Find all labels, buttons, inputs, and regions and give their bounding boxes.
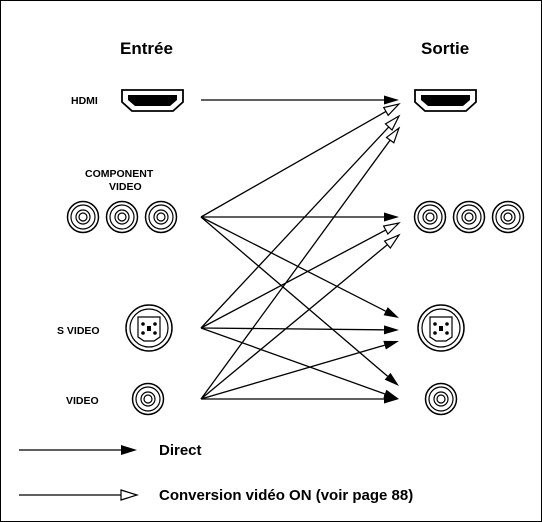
legend-conversion-arrow-icon xyxy=(19,489,140,501)
legend-direct-arrow-icon xyxy=(19,445,137,455)
component-output-jack-1-icon xyxy=(413,200,447,234)
arrowhead-direct-icon xyxy=(383,307,399,318)
hdmi-input-port-icon xyxy=(121,89,184,112)
arrowhead-conversion-icon xyxy=(384,114,401,132)
s-video-label: S VIDEO xyxy=(57,325,100,337)
connection-svideo-to-component xyxy=(200,229,387,329)
connection-component-to-hdmi xyxy=(200,110,387,218)
arrowhead-direct-icon xyxy=(384,212,399,222)
output-column-title: Sortie xyxy=(421,39,470,58)
arrowhead-direct-icon xyxy=(384,372,399,386)
arrowhead-conversion-icon xyxy=(385,126,401,144)
rca-jacks xyxy=(66,200,525,416)
arrowhead-conversion-icon xyxy=(383,233,401,250)
component-input-jack-3-icon xyxy=(144,200,178,234)
connection-svideo-to-hdmi xyxy=(200,126,390,329)
video-input-jack-icon xyxy=(131,382,165,416)
connection-component-to-video xyxy=(200,216,389,377)
connection-video-to-component xyxy=(200,244,388,400)
s-video-output-port-icon xyxy=(417,304,465,352)
connection-component-to-svideo xyxy=(200,216,386,312)
arrowhead-direct-icon xyxy=(383,340,399,350)
arrowhead-direct-icon xyxy=(384,95,399,105)
component-output-jack-3-icon xyxy=(491,200,525,234)
video-output-jack-icon xyxy=(424,382,458,416)
component-output-jack-2-icon xyxy=(452,200,486,234)
arrowhead-direct-icon xyxy=(384,394,399,404)
component-video-label-line2: VIDEO xyxy=(109,181,142,193)
connection-video-to-svideo xyxy=(200,344,385,400)
arrowhead-conversion-icon xyxy=(382,102,401,117)
connection-lines xyxy=(200,95,401,404)
connection-video-to-hdmi xyxy=(200,139,391,400)
s-video-input-port-icon xyxy=(125,304,173,352)
connection-svideo-to-svideo xyxy=(200,327,385,331)
component-input-jack-1-icon xyxy=(66,200,100,234)
component-video-label-line1: COMPONENT xyxy=(85,168,154,180)
legend-direct-label: Direct xyxy=(159,442,202,459)
component-input-jack-2-icon xyxy=(105,200,139,234)
arrowhead-conversion-icon xyxy=(382,222,401,235)
connection-svideo-to-video xyxy=(200,327,386,395)
input-column-title: Entrée xyxy=(120,39,173,58)
legend-conversion-label: Conversion vidéo ON (voir page 88) xyxy=(159,487,414,504)
hdmi-output-port-icon xyxy=(414,89,477,112)
arrowhead-direct-icon xyxy=(383,325,399,335)
hdmi-label: HDMI xyxy=(71,95,98,107)
video-label: VIDEO xyxy=(66,395,99,407)
